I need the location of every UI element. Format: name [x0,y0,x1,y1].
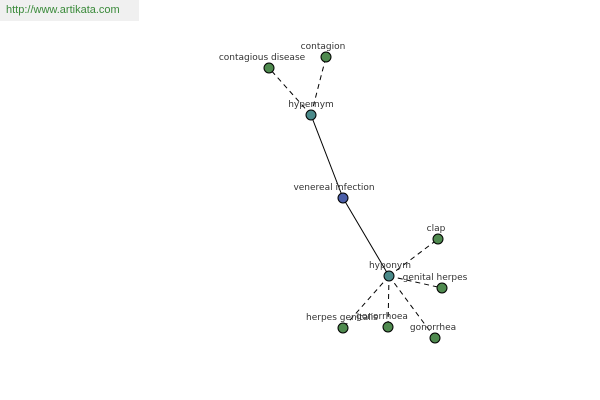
node-hypernym[interactable] [305,109,317,121]
edge-hyponym-gonorrhea [388,275,436,339]
node-label-hypernym[interactable]: hypernym [288,100,334,110]
node-contagious-disease[interactable] [263,62,275,74]
node-label-gonorrhea[interactable]: gonorrhea [410,323,456,333]
node-label-clap[interactable]: clap [427,224,446,234]
node-genital-herpes[interactable] [436,282,448,294]
node-label-center[interactable]: venereal infection [293,183,374,193]
node-herpes-genitalis[interactable] [337,322,349,334]
edge-center-hypernym [310,114,344,199]
watermark-url[interactable]: http://www.artikata.com [0,0,139,21]
edge-hypernym-contagion [310,56,327,116]
labels-layer: venereal infection hypernym hyponym contagi… [219,42,468,333]
node-label-herpes-genitalis[interactable]: herpes genitalis [306,313,378,323]
node-label-genital-herpes[interactable]: genital herpes [403,273,468,283]
node-label-contagion[interactable]: contagion [301,42,346,52]
edges-layer [268,56,443,339]
edge-hyponym-genital-herpes [388,275,443,289]
node-center[interactable] [337,192,349,204]
node-label-hyponym[interactable]: hyponym [369,261,411,271]
node-hyponym[interactable] [383,270,395,282]
nodes-layer [263,51,448,344]
edge-center-hyponym [342,197,390,277]
node-contagion[interactable] [320,51,332,63]
node-gonorrhea[interactable] [429,332,441,344]
node-gonorrhoea[interactable] [382,321,394,333]
edge-hyponym-herpes-genitalis [342,275,390,329]
edge-hypernym-contagious-disease [268,67,312,116]
edge-hyponym-clap [388,238,439,277]
node-clap[interactable] [432,233,444,245]
node-label-gonorrhoea[interactable]: gonorrhoea [356,312,408,322]
node-label-contagious-disease[interactable]: contagious disease [219,53,306,63]
